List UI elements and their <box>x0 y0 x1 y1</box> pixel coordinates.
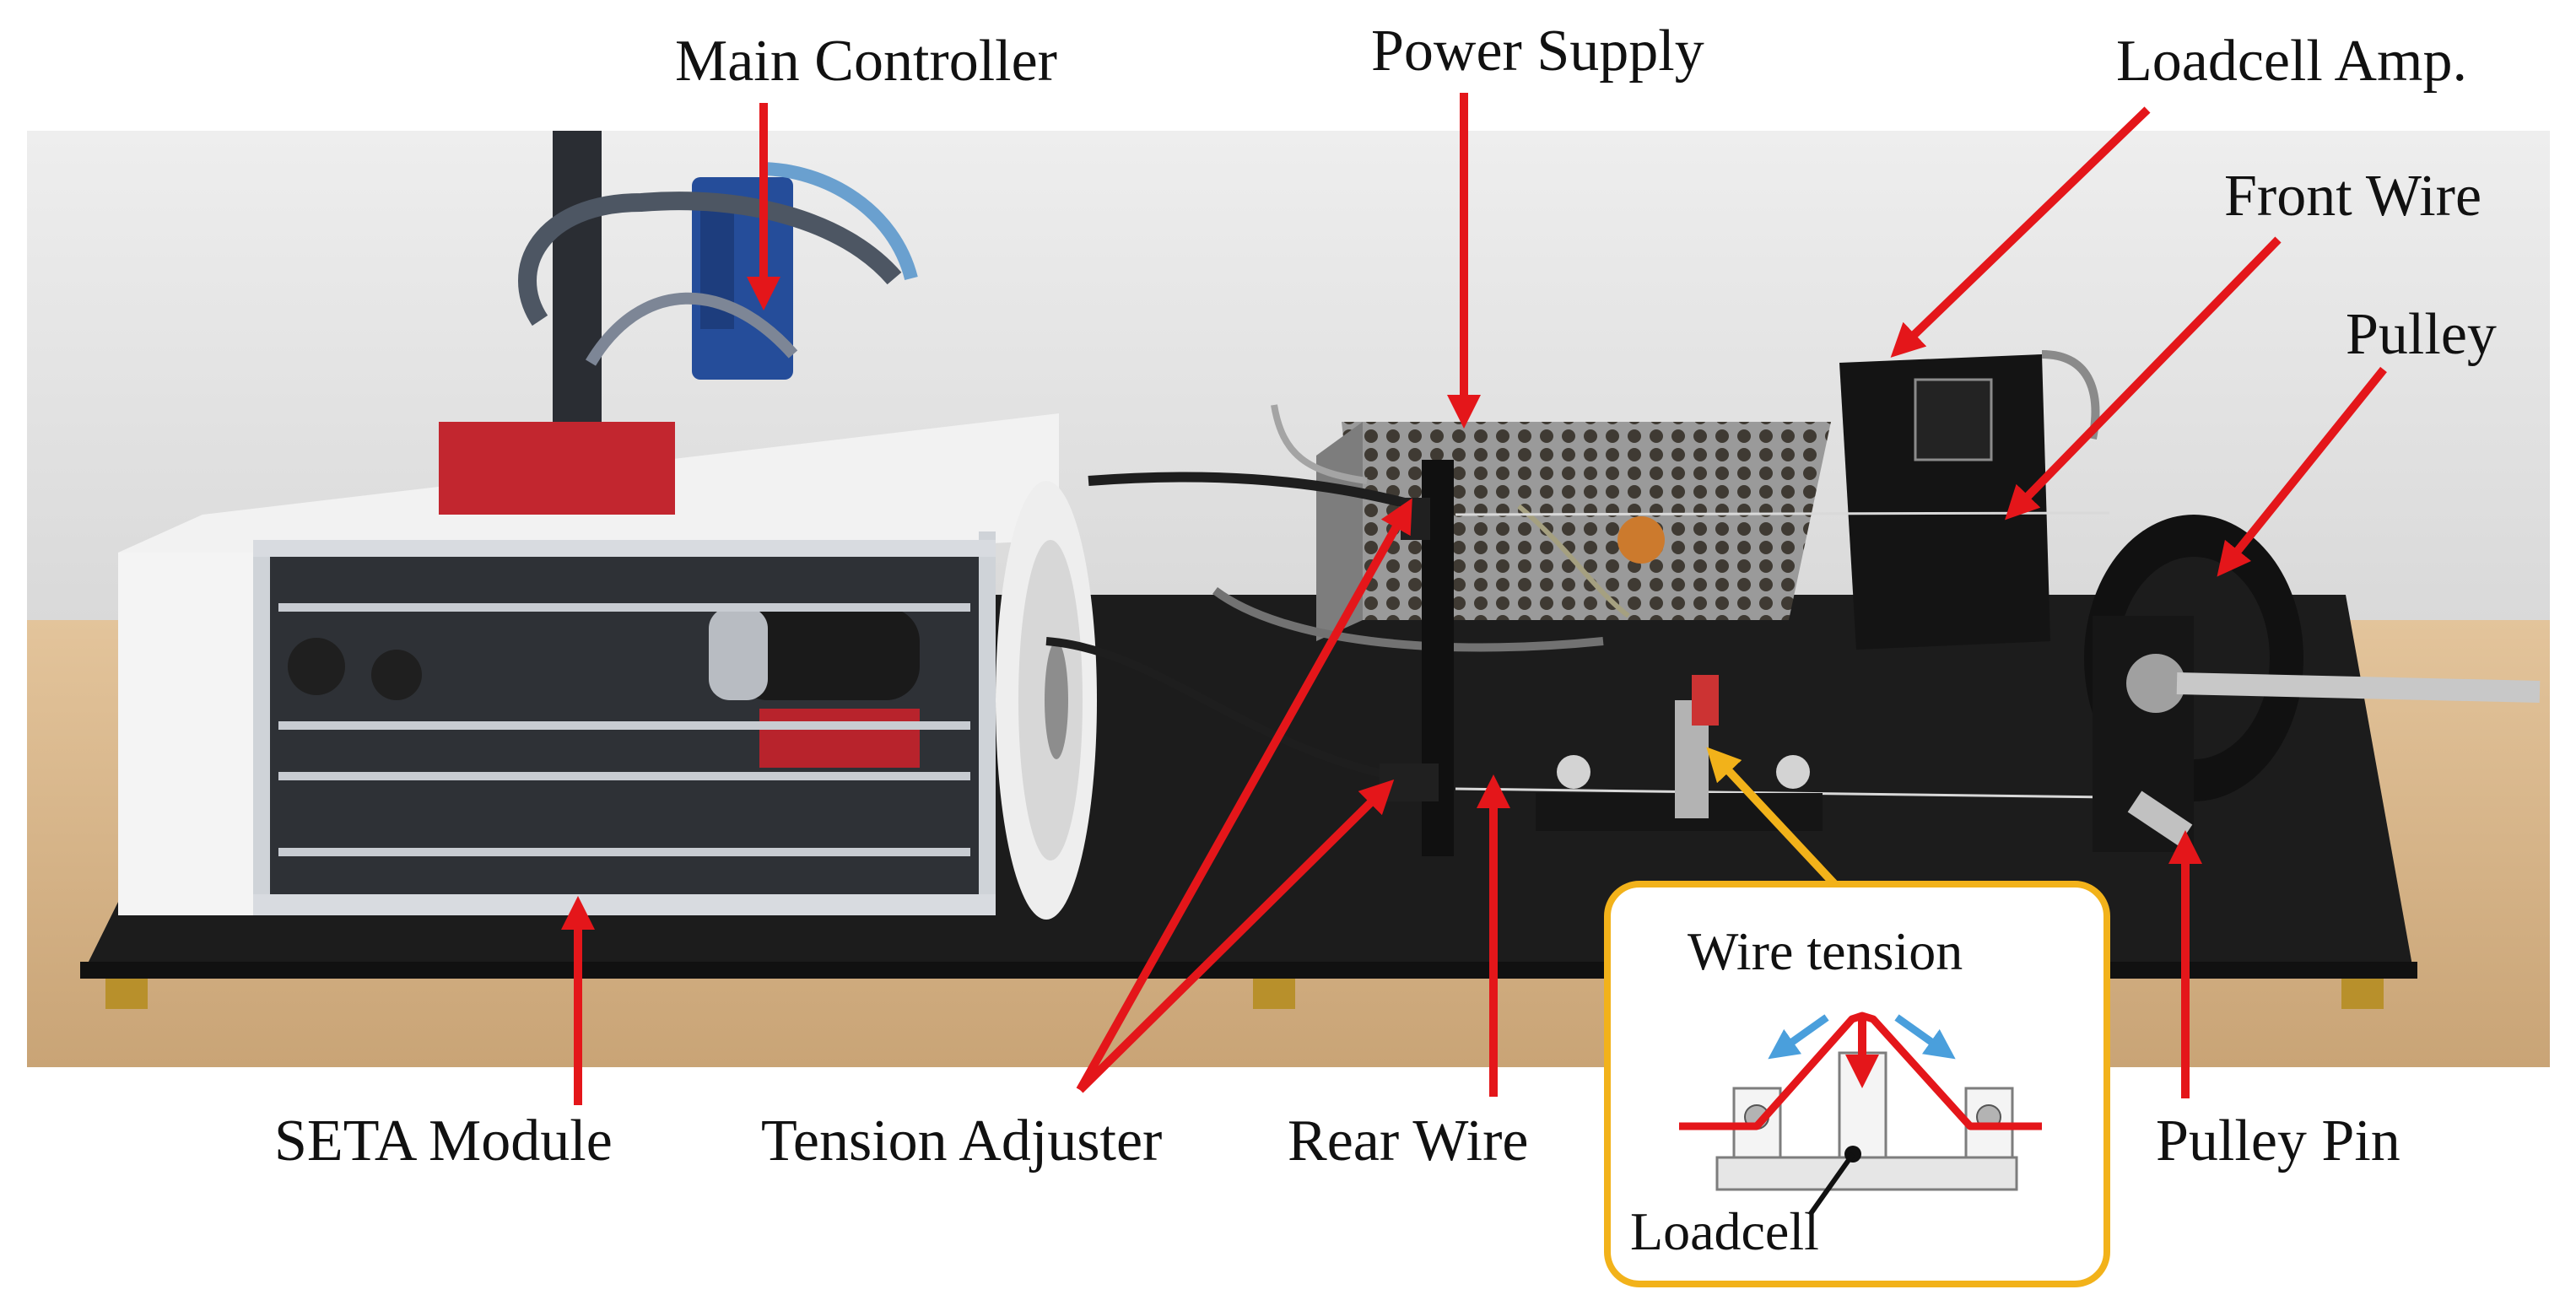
inset-panel <box>1604 881 2110 1287</box>
callout-arrows <box>561 93 2387 1105</box>
cables <box>1045 404 1604 780</box>
pulley-arrow <box>2217 366 2387 577</box>
tension-adjuster-arrow-top <box>1076 498 1412 1092</box>
loadcell-amp-arrow <box>1890 106 2151 358</box>
seta-module-label: SETA Module <box>274 1109 613 1173</box>
main-controller <box>518 131 918 426</box>
inset-loadcell-label: Loadcell <box>1630 1201 1819 1261</box>
inset-wire-tension-label: Wire tension <box>1688 921 1963 981</box>
front-wire-label: Front Wire <box>2224 164 2482 229</box>
main-controller-label: Main Controller <box>675 29 1057 94</box>
front-wire-arrow <box>2005 236 2282 521</box>
pulley-pin-label: Pulley Pin <box>2156 1109 2400 1173</box>
tension-adjuster-arrow-bottom <box>1077 779 1395 1093</box>
loadcell-board-assembly <box>1536 675 1823 831</box>
power-supply-label: Power Supply <box>1371 19 1704 84</box>
power-supply <box>1316 422 1831 641</box>
pulley <box>2084 515 2541 852</box>
tension-adjuster-label: Tension Adjuster <box>761 1109 1163 1173</box>
loadcell-amp <box>1839 350 2100 650</box>
inset-loadcell-diagram <box>1679 1012 2042 1217</box>
tension-adjuster <box>1380 460 1454 856</box>
rear-wire-label: Rear Wire <box>1288 1109 1529 1173</box>
inset-pointer-arrow <box>1706 747 1841 891</box>
seta-module <box>118 413 1097 920</box>
loadcell-amp-label: Loadcell Amp. <box>2116 29 2468 94</box>
pulley-label: Pulley <box>2346 302 2497 367</box>
